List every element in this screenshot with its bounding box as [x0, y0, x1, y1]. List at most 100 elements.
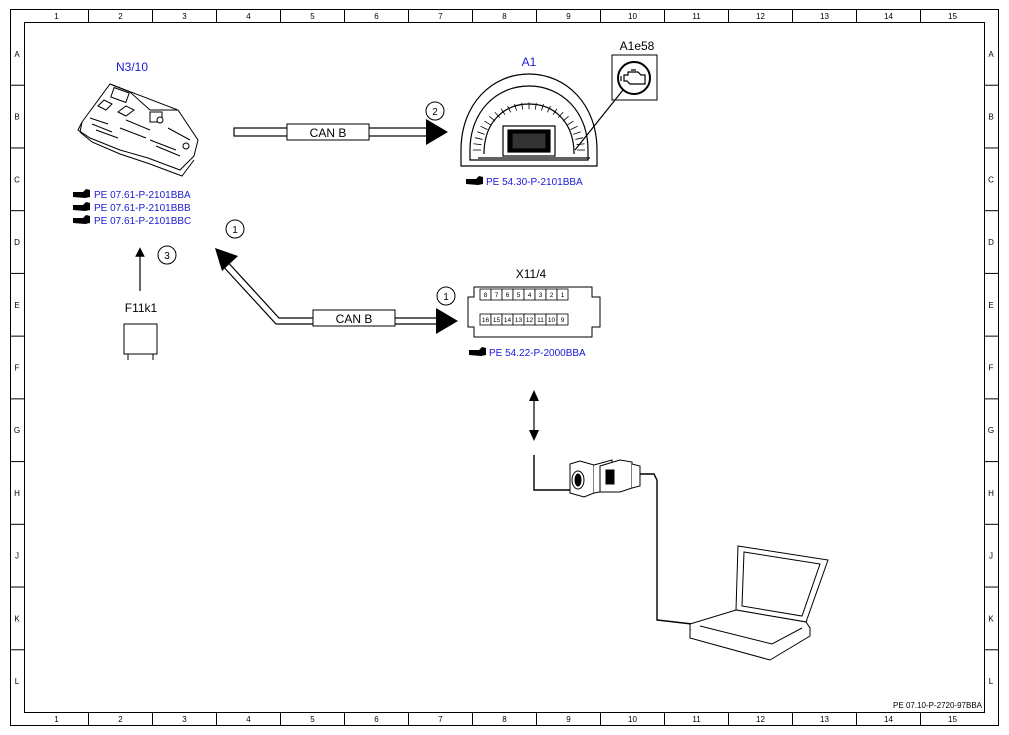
grid-label: 14 [884, 715, 893, 724]
laptop-icon [689, 545, 829, 661]
diagnostic-tester[interactable] [533, 455, 829, 661]
grid-label: G [14, 426, 20, 435]
grid-label: 1 [54, 715, 59, 724]
grid-label: 4 [246, 12, 251, 21]
grid-label: C [988, 175, 994, 184]
cluster-tick [573, 131, 581, 135]
svg-text:1: 1 [443, 292, 449, 303]
cluster-tick [570, 125, 578, 130]
svg-text:3: 3 [164, 251, 170, 262]
connector-pin-number: 11 [537, 317, 544, 324]
cluster-tick-marks [473, 102, 585, 151]
grid-label: 6 [374, 12, 379, 21]
cluster-tick [494, 111, 501, 118]
grid-label: 1 [54, 12, 59, 21]
x11-4-ref[interactable]: PE 54.22-P-2000BBA [489, 348, 586, 359]
connector-pin-number: 3 [539, 292, 543, 299]
cluster-tick [507, 105, 511, 113]
connector-pin-number: 10 [548, 317, 556, 324]
connector-pin [556, 288, 569, 301]
cluster-tick [566, 120, 574, 126]
can-b-label-box [312, 309, 396, 327]
connector-pin-number: 5 [517, 292, 521, 299]
can-b-label-lower: CAN B [336, 312, 373, 326]
cluster-tick [534, 102, 537, 110]
leader-line [574, 89, 624, 151]
connector-pin-number: 13 [515, 317, 523, 324]
connector-pin-number: 7 [495, 292, 499, 299]
grid-label: 9 [566, 715, 571, 724]
cluster-tick [474, 137, 483, 140]
cluster-tick [575, 137, 584, 140]
svg-text:1: 1 [232, 225, 238, 236]
cluster-tick [576, 143, 585, 146]
connector-pin-number: 4 [528, 292, 532, 299]
instrument-cluster-a1[interactable]: A1 PE 54.30-P-2101BBA [460, 55, 598, 188]
arrowhead-icon [426, 119, 448, 145]
pointing-hand-icon [73, 189, 90, 224]
cluster-tick [480, 125, 488, 130]
grid-label: B [988, 113, 993, 122]
n3-10-ref-2[interactable]: PE 07.61-P-2101BBB [94, 203, 191, 214]
cluster-tick [562, 116, 569, 122]
n3-10-ref-3[interactable]: PE 07.61-P-2101BBC [94, 216, 191, 227]
cluster-tick [521, 102, 524, 110]
can-b-bus-lower[interactable]: CAN B [215, 248, 458, 334]
grid-label: 5 [310, 715, 315, 724]
grid-label: 7 [438, 715, 443, 724]
cable [533, 455, 576, 491]
grid-label: 2 [118, 715, 123, 724]
relay-f11k1[interactable]: 3 F11k1 [123, 245, 177, 360]
grid-label: G [988, 426, 994, 435]
grid-label: 6 [374, 715, 379, 724]
engine-warning-lamp-a1e58[interactable]: A1e58 [574, 39, 658, 151]
control-unit-n3-10[interactable]: N3/10 PE 07.61-P-2101BBA PE 07.61-P-2101… [73, 60, 199, 227]
can-b-bus-upper[interactable]: CAN B [233, 119, 448, 145]
connector-pin-number: 9 [561, 317, 565, 324]
cluster-tick [541, 103, 544, 111]
grid-label: J [989, 552, 993, 561]
grid-label: 3 [182, 12, 187, 21]
grid-label: 11 [692, 715, 701, 724]
grid-label: D [988, 238, 994, 247]
grid-label: 13 [820, 715, 829, 724]
grid-label: 15 [948, 715, 957, 724]
grid-label: A [988, 50, 994, 59]
document-reference: PE 07.10-P-2720-97BBA [893, 701, 983, 710]
grid-label: E [988, 301, 993, 310]
svg-text:2: 2 [432, 107, 438, 118]
cluster-tick [484, 120, 492, 126]
cluster-tick [557, 111, 564, 118]
cluster-tick [514, 103, 517, 111]
cluster-tick [547, 105, 551, 113]
connector-pin-number: 14 [504, 317, 512, 324]
connector-pin-number: 15 [493, 317, 501, 324]
callout-1-right: 1 [436, 286, 456, 306]
grid-label: L [989, 677, 994, 686]
pointing-hand-icon [466, 176, 483, 185]
connector-pin-number: 6 [506, 292, 510, 299]
connector-pin-number: 8 [484, 292, 488, 299]
callout-2: 2 [425, 101, 445, 121]
a1-ref[interactable]: PE 54.30-P-2101BBA [486, 177, 583, 188]
grid-label: 5 [310, 12, 315, 21]
grid-label: 12 [756, 715, 765, 724]
n3-10-ref-1[interactable]: PE 07.61-P-2101BBA [94, 190, 191, 201]
connector-pin-number: 2 [550, 292, 554, 299]
grid-label: 4 [246, 715, 251, 724]
connector-pin-number: 16 [482, 317, 490, 324]
connector-pin [556, 313, 569, 326]
grid-label: F [15, 364, 20, 373]
grid-label: 10 [628, 12, 637, 21]
cluster-tick [552, 108, 558, 115]
control-unit-icon [77, 83, 199, 177]
grid-label: B [14, 113, 19, 122]
cable [640, 473, 693, 625]
diagnostic-adapter-icon [569, 459, 641, 498]
a1e58-label: A1e58 [620, 39, 655, 53]
grid-label: 10 [628, 715, 637, 724]
grid-label: H [14, 489, 20, 498]
